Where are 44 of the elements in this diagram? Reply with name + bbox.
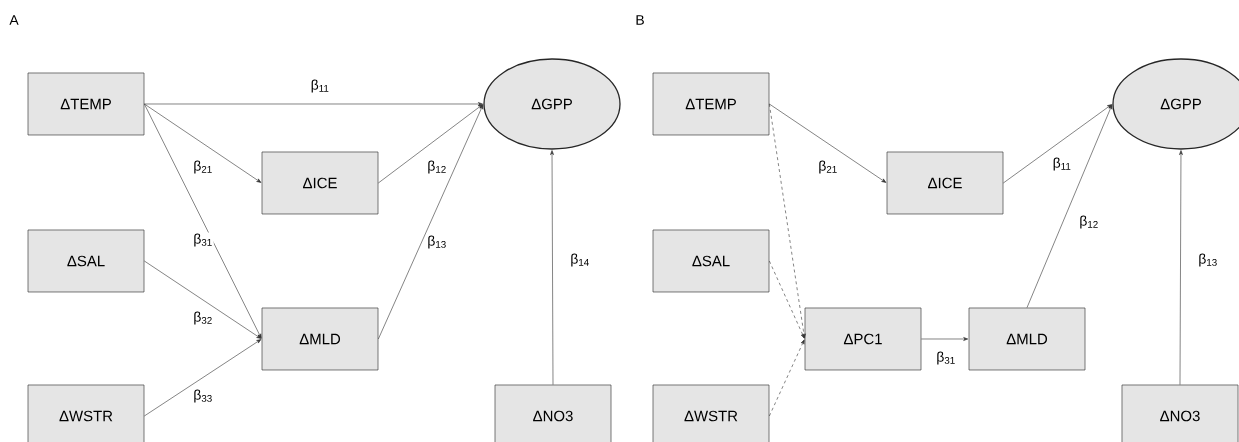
- arrow: [144, 339, 262, 417]
- variable-box: ΔICE: [261, 151, 379, 215]
- edge-label: β$_{21}$: [817, 159, 839, 175]
- edge-label: β$_{12}$: [426, 159, 448, 175]
- edge-label: β$_{21}$: [192, 159, 214, 175]
- arrow: [378, 104, 484, 340]
- edge-label: β$_{14}$: [569, 252, 591, 268]
- arrow: [1003, 104, 1112, 184]
- edge-label: β$_{31}$: [192, 232, 214, 248]
- arrow: [550, 150, 554, 385]
- dashed-arrow: [769, 103, 806, 339]
- edge-label: β$_{33}$: [192, 388, 214, 404]
- edge-label: β$_{13}$: [426, 234, 448, 250]
- arrow: [1026, 104, 1113, 308]
- edge-label: β$_{11}$: [1051, 156, 1073, 172]
- variable-box: ΔSAL: [652, 229, 770, 293]
- edge-label: β$_{13}$: [1197, 252, 1219, 268]
- variable-box: ΔTEMP: [27, 72, 145, 136]
- variable-box: ΔSAL: [27, 229, 145, 293]
- variable-box: ΔICE: [886, 151, 1004, 215]
- dashed-arrow: [769, 260, 805, 339]
- variable-box: ΔNO3: [1121, 384, 1239, 442]
- arrow: [144, 102, 483, 106]
- variable-box: ΔMLD: [261, 307, 379, 371]
- arrow: [1179, 150, 1183, 385]
- variable-box: ΔPC1: [804, 307, 922, 371]
- arrow: [144, 260, 262, 339]
- edge-label: β$_{32}$: [192, 310, 214, 326]
- arrow: [769, 103, 887, 183]
- variable-box: ΔTEMP: [652, 72, 770, 136]
- edge-label: β$_{11}$: [309, 78, 331, 94]
- arrow: [144, 103, 262, 339]
- panel-label: A: [9, 15, 19, 25]
- arrow: [144, 103, 262, 183]
- variable-box: ΔWSTR: [27, 384, 145, 442]
- variable-box: ΔWSTR: [652, 384, 770, 442]
- variable-box: ΔMLD: [968, 307, 1086, 371]
- panel-label: B: [636, 15, 644, 25]
- edge-label: β$_{31}$: [935, 350, 957, 366]
- arrow: [921, 337, 969, 341]
- arrow: [378, 104, 483, 184]
- variable-box: ΔNO3: [494, 384, 612, 442]
- edge-label: β$_{12}$: [1078, 214, 1100, 230]
- dashed-arrow: [769, 339, 805, 417]
